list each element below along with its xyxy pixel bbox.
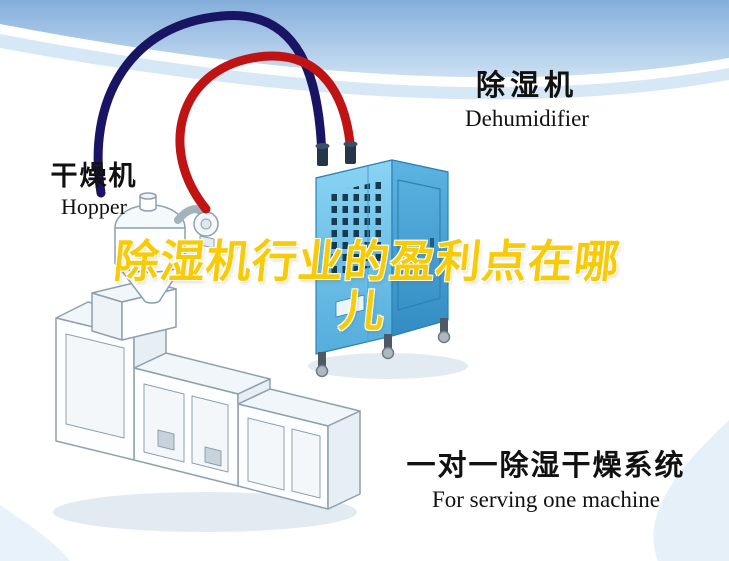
title-line2: 儿 bbox=[336, 284, 388, 338]
ground-shadows bbox=[53, 353, 468, 532]
bottom-swoosh bbox=[0, 420, 729, 561]
pipe-connectors bbox=[315, 141, 358, 166]
caption: 一对一除湿干燥系统 For serving one machine bbox=[390, 448, 702, 512]
dehumidifier-label-en: Dehumidifier bbox=[465, 105, 589, 131]
dehumidifier-label-cn: 除湿机 bbox=[475, 68, 578, 102]
caption-en: For serving one machine bbox=[431, 486, 661, 512]
red-pipe bbox=[175, 51, 356, 214]
hopper-label: 干燥机 Hopper bbox=[44, 162, 144, 219]
connection-pipes bbox=[93, 11, 356, 214]
hopper-machine bbox=[55, 192, 361, 510]
dehumidifier-unit bbox=[315, 159, 451, 378]
dehumidifier-label: 除湿机 Dehumidifier bbox=[452, 68, 602, 131]
hopper-label-cn: 干燥机 bbox=[50, 161, 138, 192]
top-swoosh bbox=[0, 0, 729, 100]
title-line1: 除湿机行业的盈利点在哪 bbox=[111, 235, 623, 288]
title-overlay: 除湿机行业的盈利点在哪 儿 bbox=[0, 235, 729, 338]
caption-cn: 一对一除湿干燥系统 bbox=[406, 448, 686, 482]
hopper-label-en: Hopper bbox=[61, 193, 127, 219]
navy-pipe bbox=[93, 11, 327, 198]
